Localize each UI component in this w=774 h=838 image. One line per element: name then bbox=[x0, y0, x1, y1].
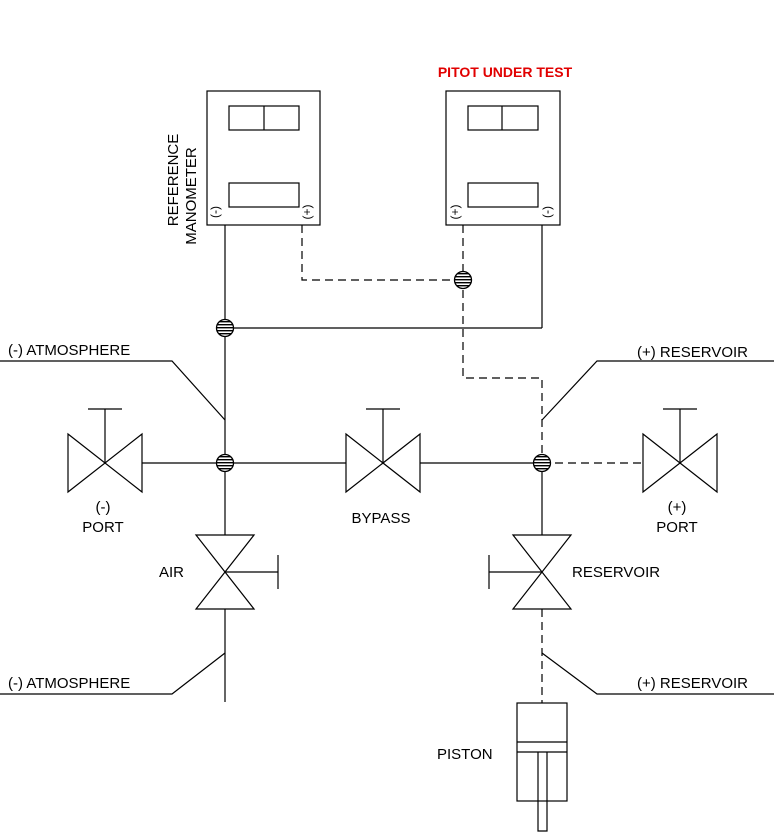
atmosphere-top-label: (-) ATMOSPHERE bbox=[8, 342, 130, 359]
minus-port-valve bbox=[67, 408, 143, 494]
reference-label-line1: REFERENCE bbox=[165, 134, 182, 227]
piston-label: PISTON bbox=[437, 746, 493, 763]
junction-dot bbox=[453, 270, 473, 290]
pitot-plus-port-label: (+) bbox=[448, 204, 462, 219]
pitot-title: PITOT UNDER TEST bbox=[438, 64, 573, 80]
reference-minus-port-label: (-) bbox=[208, 206, 222, 218]
junction-dot bbox=[532, 453, 552, 473]
pitot-display-upper bbox=[467, 105, 539, 131]
reference-display-lower bbox=[228, 182, 300, 208]
reference-plus-port-label: (+) bbox=[300, 204, 314, 219]
reservoir-valve bbox=[488, 534, 573, 610]
pitot-display-lower bbox=[467, 182, 539, 208]
reference-manometer: (-) (+) bbox=[206, 90, 321, 226]
minus-pressure-lines bbox=[142, 225, 543, 702]
atmosphere-bottom-label: (-) ATMOSPHERE bbox=[8, 675, 130, 692]
reservoir-bottom-label: (+) RESERVOIR bbox=[637, 675, 748, 692]
minus-port-label-line1: (-) bbox=[96, 499, 111, 516]
bypass-label: BYPASS bbox=[352, 510, 411, 527]
leader-lines bbox=[0, 360, 774, 695]
air-label: AIR bbox=[159, 564, 184, 581]
minus-port-label-line2: PORT bbox=[82, 519, 123, 536]
plus-port-label-line2: PORT bbox=[656, 519, 697, 536]
reservoir-top-label: (+) RESERVOIR bbox=[637, 344, 748, 361]
piston bbox=[516, 702, 568, 832]
pitot-minus-port-label: (-) bbox=[540, 206, 554, 218]
bypass-valve bbox=[345, 408, 421, 494]
junction-dot bbox=[215, 318, 235, 338]
plus-port-valve bbox=[642, 408, 718, 494]
plus-port-label-line1: (+) bbox=[668, 499, 687, 516]
junction-dots bbox=[215, 270, 552, 473]
reference-label-line2: MANOMETER bbox=[183, 147, 200, 245]
plus-pressure-lines bbox=[301, 225, 643, 703]
air-valve bbox=[194, 534, 279, 610]
junction-dot bbox=[215, 453, 235, 473]
reservoir-valve-label: RESERVOIR bbox=[572, 564, 660, 581]
pitot-manometer: (+) (-) bbox=[445, 90, 561, 226]
